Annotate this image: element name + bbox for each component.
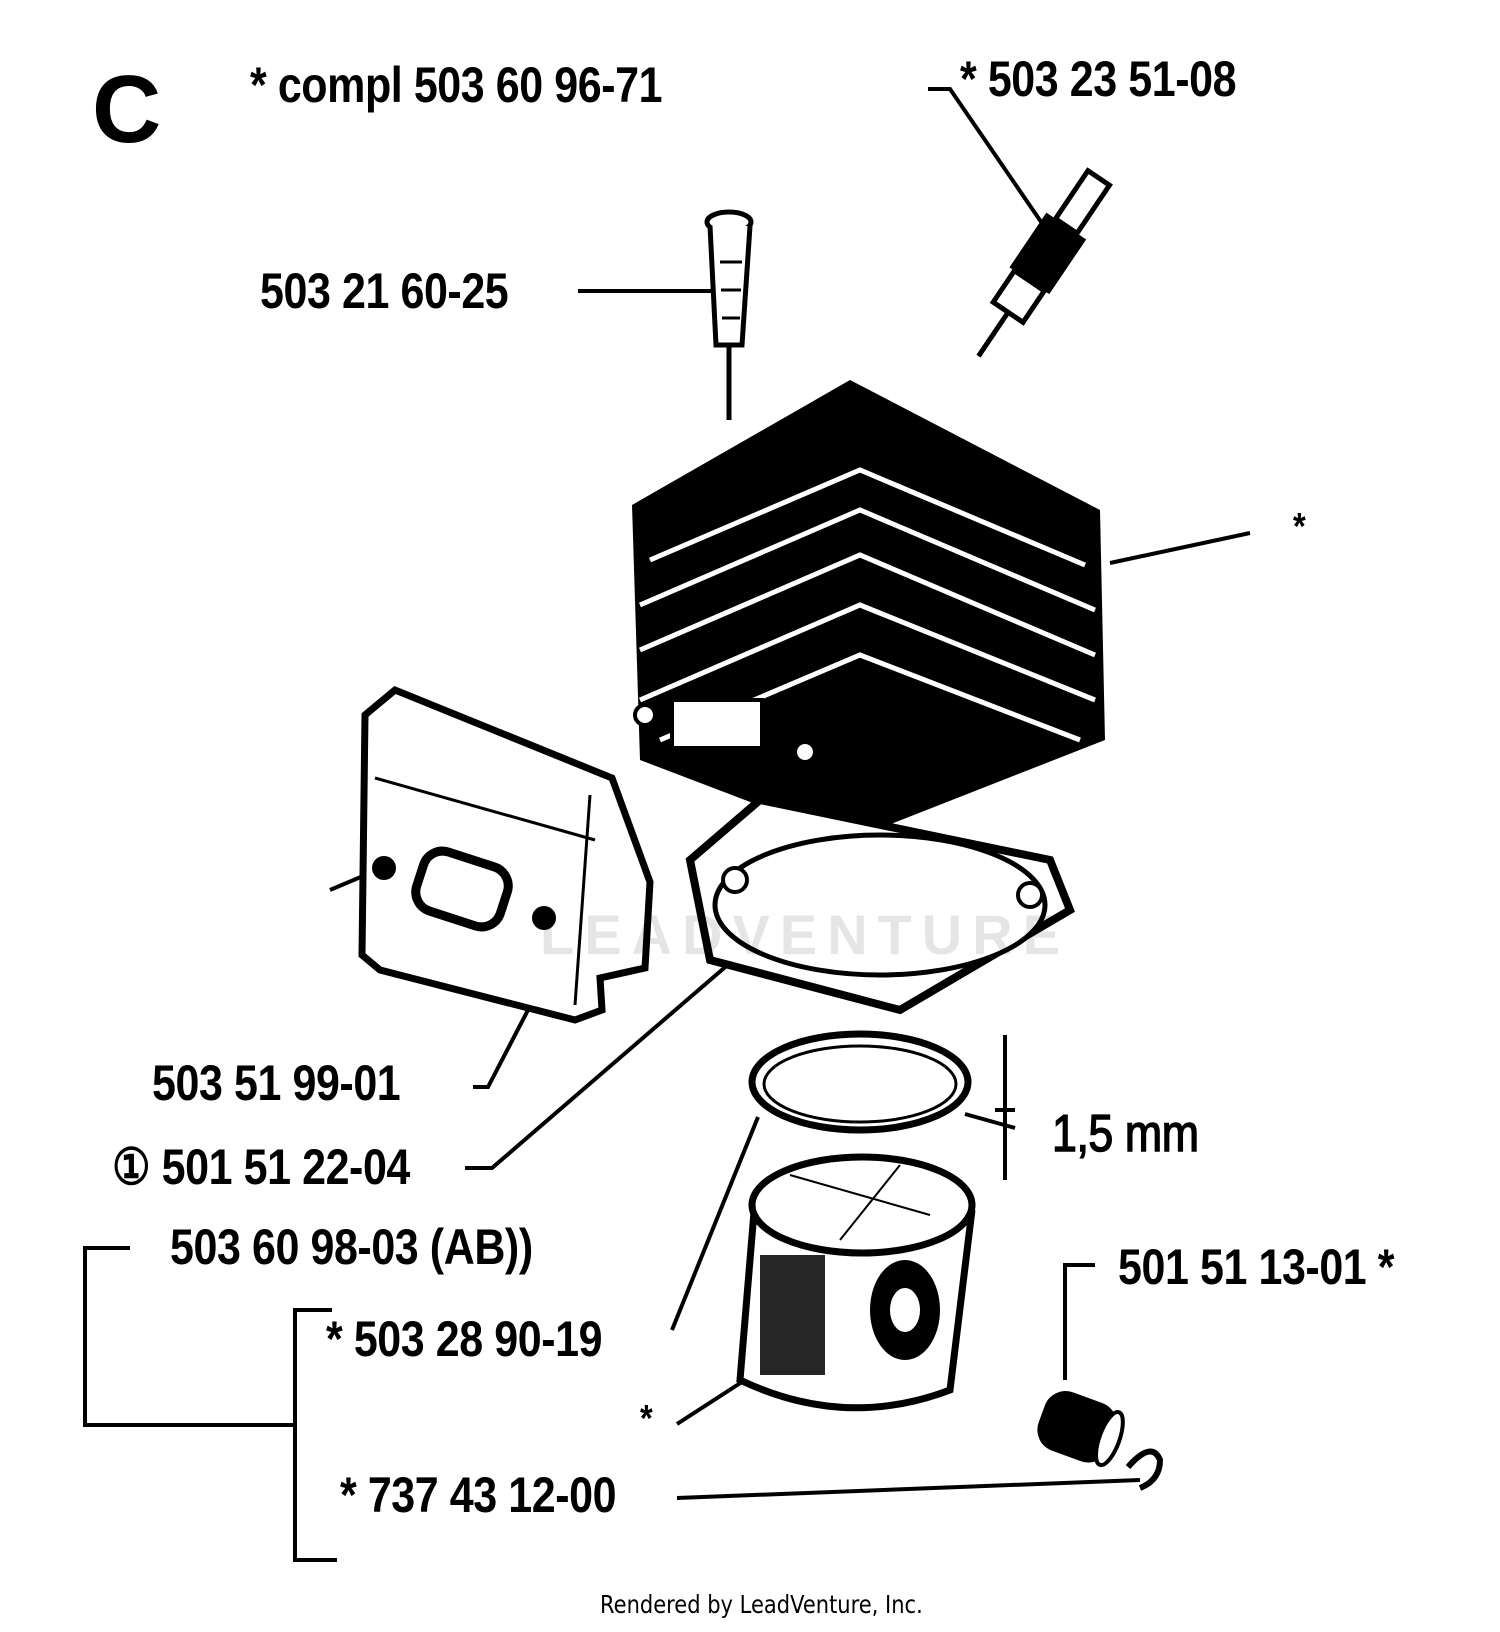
label-piston-kit: 503 60 98-03 (AB)) <box>170 1219 533 1275</box>
muffler-gasket-part <box>358 685 654 1024</box>
label-piston-asterisk: * <box>640 1398 653 1440</box>
bearing-part <box>1037 1391 1125 1468</box>
cylinder-part <box>632 380 1105 840</box>
piston-ring-part <box>748 1030 972 1134</box>
label-muffler-gasket: 503 51 99-01 <box>152 1055 401 1111</box>
cylinder-gasket-part <box>685 795 1075 1015</box>
bolt-part <box>704 209 754 420</box>
watermark: LEADVENTURE <box>540 903 1071 966</box>
section-letter: C <box>92 56 162 163</box>
label-ring-gap: 1,5 mm <box>1051 1105 1199 1163</box>
spark-plug-part <box>976 167 1113 358</box>
label-circlip: * 737 43 12-00 <box>340 1467 617 1523</box>
label-spark-plug: * 503 23 51-08 <box>960 51 1237 107</box>
label-cylinder-gasket: ① 501 51 22-04 <box>112 1139 410 1195</box>
label-bolt: 503 21 60-25 <box>260 263 509 319</box>
label-bearing: 501 51 13-01 * <box>1118 1239 1395 1295</box>
footer-credit: Rendered by LeadVenture, Inc. <box>600 1590 923 1619</box>
label-piston-ring: * 503 28 90-19 <box>326 1311 603 1367</box>
label-cylinder-asterisk: * <box>1293 506 1306 548</box>
piston-part <box>736 1153 976 1412</box>
label-complete-kit: * compl 503 60 96-71 <box>250 57 663 113</box>
circlip-part <box>1125 1448 1164 1491</box>
